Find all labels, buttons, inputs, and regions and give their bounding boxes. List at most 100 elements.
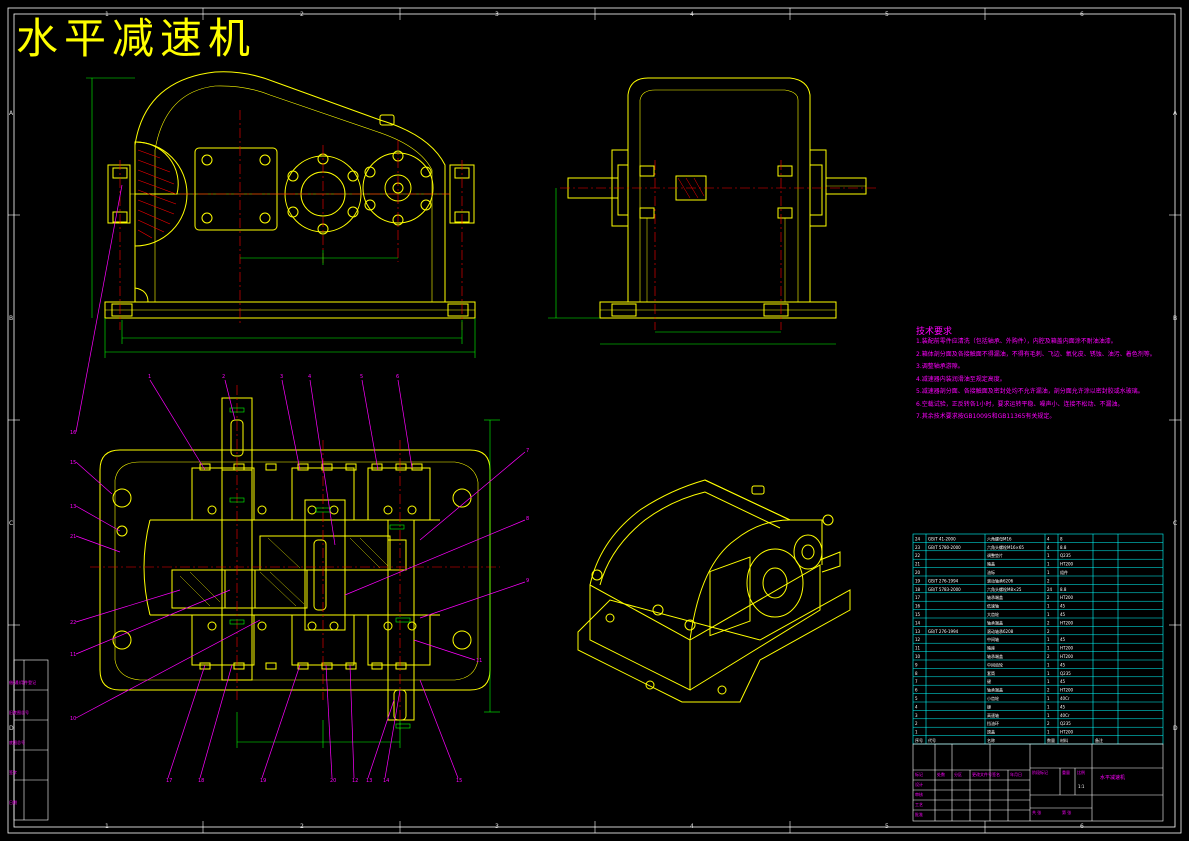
zone-number: 5 bbox=[885, 11, 889, 18]
tech-note: 7.其余技术要求按GB10095和GB11365有关规定。 bbox=[916, 413, 1056, 420]
bom-cell: 4 bbox=[1047, 536, 1050, 541]
bom-header-cell: 材料 bbox=[1060, 737, 1068, 743]
zone-letter: B bbox=[9, 315, 14, 322]
title-block-label: 批准 bbox=[915, 812, 923, 817]
svg-text:9: 9 bbox=[526, 578, 529, 584]
title-block-label: 分区 bbox=[954, 772, 962, 777]
bom-cell: 45 bbox=[1060, 704, 1066, 709]
svg-text:13: 13 bbox=[366, 778, 372, 784]
bom-cell: 24 bbox=[1047, 587, 1053, 592]
svg-text:4: 4 bbox=[308, 374, 311, 380]
bom-header-cell: 名称 bbox=[987, 737, 995, 743]
bom-cell: 高速轴 bbox=[987, 712, 999, 718]
bom-cell: 3 bbox=[915, 713, 918, 718]
title-block-label: 阶段标记 bbox=[1032, 770, 1048, 775]
svg-text:2: 2 bbox=[222, 374, 225, 380]
bom-cell: 六角头螺栓M8×25 bbox=[987, 586, 1022, 592]
svg-text:11: 11 bbox=[70, 652, 76, 658]
bom-cell: HT200 bbox=[1060, 562, 1074, 567]
title-block-label: 第 张 bbox=[1062, 810, 1072, 815]
bom-cell: 8 bbox=[1060, 536, 1063, 541]
strip-label: 日期 bbox=[9, 800, 17, 805]
bom-cell: 箱盖 bbox=[987, 561, 995, 567]
zone-letter: C bbox=[9, 520, 14, 527]
svg-text:6: 6 bbox=[396, 374, 399, 380]
bom-cell: GB/T 5780-2000 bbox=[928, 545, 961, 550]
bom-cell: 滚动轴承6208 bbox=[987, 628, 1014, 634]
bom-cell: HT200 bbox=[1060, 646, 1074, 651]
bom-cell: 6 bbox=[915, 688, 918, 693]
bom-cell: 小齿轮 bbox=[987, 695, 999, 701]
bom-cell: 2 bbox=[1047, 595, 1050, 600]
bom-cell: 六角头螺栓M16×65 bbox=[987, 544, 1024, 550]
title-block-label: 共 张 bbox=[1032, 810, 1042, 815]
tech-requirements-notes: 1.装配前零件应清洗（包括轴承、外购件），内腔及箱盖内面涂不耐油油漆。 2.箱体… bbox=[916, 336, 1181, 424]
bom-table-grid bbox=[912, 533, 1164, 745]
svg-text:12: 12 bbox=[352, 778, 358, 784]
tech-note: 3.调整轴承游隙。 bbox=[916, 363, 964, 370]
bom-cell: 1 bbox=[1047, 612, 1050, 617]
strip-label: 借(通)用件登记 bbox=[9, 680, 37, 685]
bom-cell: 14 bbox=[915, 620, 921, 625]
svg-text:11: 11 bbox=[476, 658, 482, 664]
bom-cell: 2 bbox=[1047, 629, 1050, 634]
svg-text:21: 21 bbox=[70, 534, 76, 540]
bom-cell: 挡油环 bbox=[987, 720, 999, 726]
bom-cell: 轴承端盖 bbox=[987, 653, 1003, 659]
zone-number: 2 bbox=[300, 11, 304, 18]
zone-letter: A bbox=[1173, 110, 1178, 117]
bom-cell: 13 bbox=[915, 629, 921, 634]
bom-cell: 2 bbox=[1047, 654, 1050, 659]
bom-cell: 2 bbox=[1047, 721, 1050, 726]
bom-cell: HT200 bbox=[1060, 688, 1074, 693]
bom-cell: 1 bbox=[1047, 570, 1050, 575]
bom-cell: 滚动轴承6206 bbox=[987, 577, 1014, 583]
bom-cell: 1 bbox=[1047, 604, 1050, 609]
bom-header-cell: 数量 bbox=[1047, 737, 1055, 743]
zone-number: 3 bbox=[495, 11, 499, 18]
bom-cell: 1 bbox=[1047, 553, 1050, 558]
drawing-title: 水平减速机 bbox=[16, 14, 257, 63]
bom-cell: 键 bbox=[987, 678, 991, 684]
svg-text:8: 8 bbox=[526, 516, 529, 522]
title-block-label: 更改文件号 bbox=[972, 772, 992, 777]
bom-cell: 40Cr bbox=[1060, 696, 1070, 701]
tech-note: 4.减速器内装润滑油至规定高度。 bbox=[916, 375, 1006, 383]
bom-cell: 透盖 bbox=[987, 729, 995, 735]
svg-text:15: 15 bbox=[70, 460, 76, 466]
tech-note: 2.箱体剖分面及各接触面不得漏油，不得有毛刺、飞边、氧化皮、锈蚀、油污、着色剂等… bbox=[916, 350, 1156, 358]
bom-cell: 1 bbox=[1047, 671, 1050, 676]
bom-cell: GB/T 5783-2000 bbox=[928, 587, 961, 592]
zone-letter: D bbox=[9, 725, 14, 732]
strip-label: 旧底图总号 bbox=[9, 710, 29, 715]
bom-cell: GB/T 41-2000 bbox=[928, 536, 956, 541]
bom-cell: 45 bbox=[1060, 662, 1066, 667]
svg-text:19: 19 bbox=[260, 778, 266, 784]
isometric-view bbox=[577, 479, 851, 703]
bom-cell: 24 bbox=[915, 536, 921, 541]
side-view bbox=[567, 77, 867, 319]
zone-number: 5 bbox=[885, 823, 889, 830]
bom-cell: 1 bbox=[915, 730, 918, 735]
front-view bbox=[104, 71, 476, 319]
title-block-label: 年月日 bbox=[1010, 772, 1022, 777]
title-block-label: 签名 bbox=[992, 772, 1000, 777]
bom-cell: 2 bbox=[915, 721, 918, 726]
bom-cell: 4 bbox=[1047, 545, 1050, 550]
bom-cell: 1 bbox=[1047, 704, 1050, 709]
bom-cell: 1 bbox=[1047, 662, 1050, 667]
bom-cell: 7 bbox=[915, 679, 918, 684]
bom-cell: 轴承端盖 bbox=[987, 594, 1003, 600]
zone-number: 6 bbox=[1080, 11, 1084, 18]
strip-label: 底图总号 bbox=[9, 740, 25, 745]
zone-number: 1 bbox=[105, 823, 109, 830]
outer-frame bbox=[7, 7, 1182, 834]
part-name: 水平减速机 bbox=[1100, 775, 1126, 781]
bom-cell: 9 bbox=[915, 662, 918, 667]
title-block-label: 重量 bbox=[1062, 770, 1070, 775]
bom-cell: Q235 bbox=[1060, 553, 1071, 558]
bom-cell: 箱座 bbox=[987, 645, 995, 651]
title-block-label: 比例 bbox=[1077, 770, 1085, 775]
title-block-label: 标记 bbox=[915, 772, 923, 777]
